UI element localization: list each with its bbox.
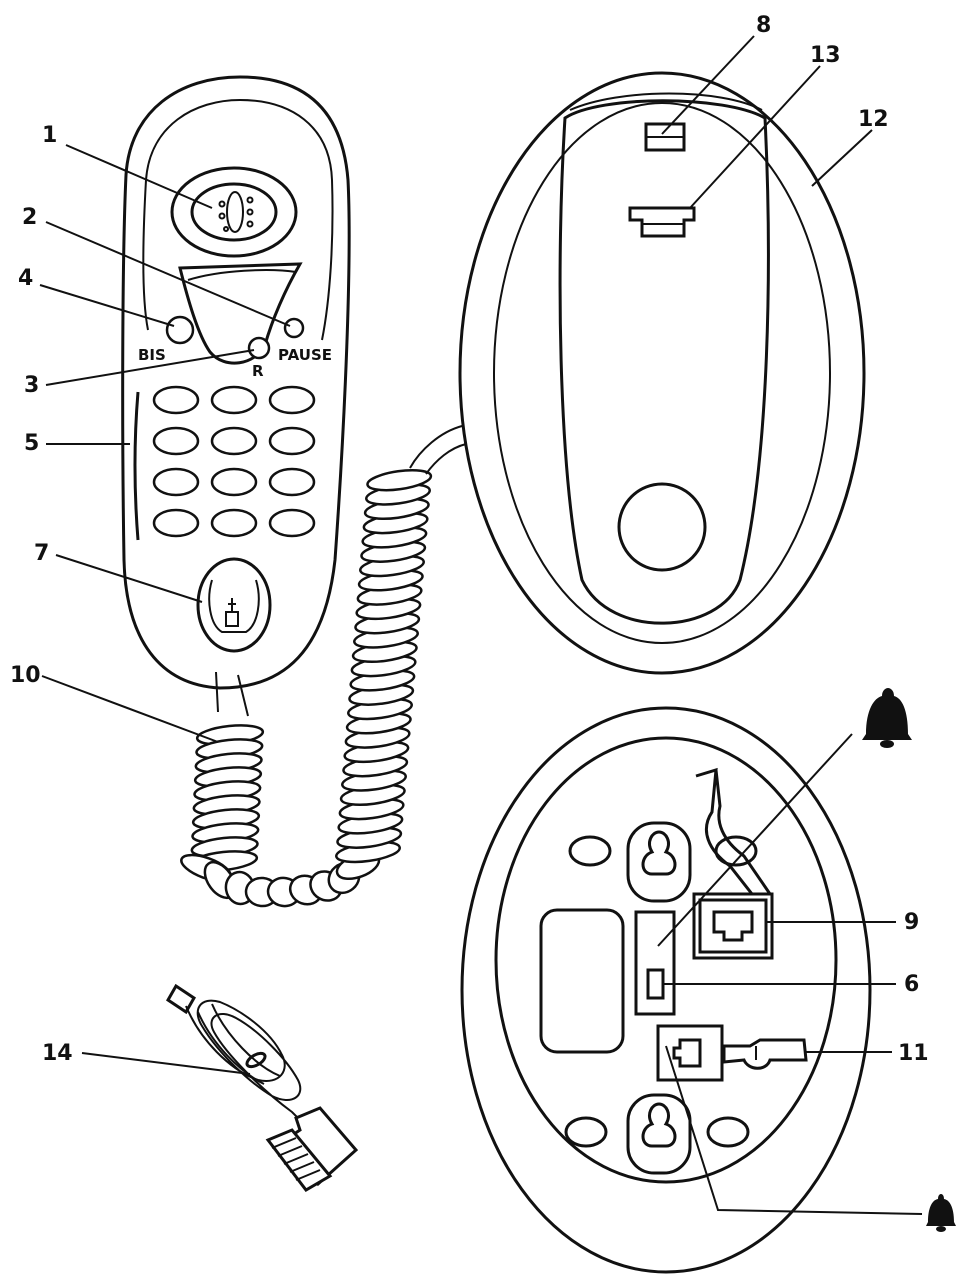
callout-1: 1 bbox=[42, 123, 57, 148]
key-5[interactable] bbox=[210, 426, 258, 456]
wall-mount-recess bbox=[626, 821, 692, 903]
label-panel bbox=[539, 908, 625, 1054]
coiled-cord bbox=[180, 468, 433, 908]
pause-button[interactable] bbox=[283, 317, 305, 339]
keypad bbox=[133, 385, 316, 541]
hook-switch-tab bbox=[228, 598, 236, 612]
grille-hole bbox=[246, 208, 254, 216]
handset: BIS R PAUSE bbox=[121, 75, 351, 717]
hook-switch-plunger bbox=[225, 611, 239, 627]
keyhole-icon bbox=[641, 830, 677, 876]
base-cord-stub bbox=[409, 425, 467, 475]
callout-2: 2 bbox=[22, 205, 37, 230]
hook-switch-recess bbox=[196, 557, 272, 653]
line-cord-loop bbox=[185, 999, 305, 1125]
line-socket[interactable] bbox=[698, 898, 768, 954]
callout-4: 4 bbox=[18, 266, 33, 291]
grille-hole bbox=[218, 212, 226, 220]
base-bottom-view bbox=[460, 706, 872, 1274]
key-hash[interactable] bbox=[268, 508, 316, 538]
line-cord-loop bbox=[197, 1003, 281, 1085]
key-4[interactable] bbox=[152, 426, 200, 456]
grille-hole bbox=[218, 200, 226, 208]
r-label: R bbox=[252, 362, 264, 380]
handset-cradle bbox=[558, 99, 770, 625]
callout-12: 12 bbox=[858, 107, 889, 132]
key-9[interactable] bbox=[268, 467, 316, 497]
cradle-top-edge bbox=[569, 92, 763, 111]
grille-hole bbox=[223, 226, 229, 232]
callout-10: 10 bbox=[10, 663, 41, 688]
pause-label: PAUSE bbox=[278, 346, 332, 364]
leader-lines bbox=[39, 35, 923, 1215]
key-2[interactable] bbox=[210, 385, 258, 415]
ringer-switch[interactable] bbox=[646, 968, 665, 1000]
foot-pad bbox=[568, 835, 612, 867]
callout-14: 14 bbox=[42, 1041, 73, 1066]
callout-11: 11 bbox=[898, 1041, 929, 1066]
key-1[interactable] bbox=[152, 385, 200, 415]
cradle-button-well bbox=[617, 482, 707, 572]
line-cord-plug-end bbox=[166, 983, 196, 1015]
foot-pad bbox=[564, 1116, 608, 1148]
bis-button[interactable] bbox=[165, 315, 195, 345]
callout-13: 13 bbox=[810, 43, 841, 68]
callout-labels: 1 2 4 3 5 7 10 8 13 12 9 6 11 14 bbox=[10, 13, 929, 1066]
base-outer-shell bbox=[458, 71, 866, 675]
callout-9: 9 bbox=[904, 910, 919, 935]
callout-7: 7 bbox=[34, 541, 49, 566]
keypad-side-bracket bbox=[133, 391, 140, 541]
cord-coil-loop bbox=[366, 468, 433, 492]
earpiece-grille bbox=[226, 191, 244, 233]
callout-6: 6 bbox=[904, 972, 919, 997]
wall-mount-recess bbox=[626, 1093, 692, 1175]
hook-switch[interactable] bbox=[208, 579, 260, 633]
rj11-port-icon bbox=[672, 1038, 702, 1068]
handset-body bbox=[121, 75, 351, 690]
key-0[interactable] bbox=[210, 508, 258, 538]
base-inner-rim bbox=[493, 102, 831, 644]
grille-hole bbox=[246, 196, 254, 204]
key-star[interactable] bbox=[152, 508, 200, 538]
visor bbox=[178, 262, 303, 365]
wall-plug-head bbox=[265, 1128, 333, 1192]
foot-pad bbox=[706, 1116, 750, 1148]
bis-label: BIS bbox=[138, 346, 166, 364]
ringer-switch-housing bbox=[634, 910, 676, 1016]
key-3[interactable] bbox=[268, 385, 316, 415]
r-button[interactable] bbox=[247, 336, 271, 360]
callout-3: 3 bbox=[24, 373, 39, 398]
key-7[interactable] bbox=[152, 467, 200, 497]
handset-cord-stub bbox=[215, 671, 249, 717]
grille-hole bbox=[246, 220, 254, 228]
bell-icon bbox=[862, 688, 912, 748]
base-bottom-inner bbox=[494, 736, 838, 1184]
base-bottom-outer bbox=[460, 706, 872, 1274]
base-top-view bbox=[458, 71, 866, 675]
bell-icon bbox=[926, 1194, 956, 1232]
callout-8: 8 bbox=[756, 13, 771, 38]
handset-socket[interactable] bbox=[656, 1024, 724, 1082]
key-6[interactable] bbox=[268, 426, 316, 456]
hanger-clip bbox=[628, 206, 696, 238]
line-cord bbox=[166, 983, 359, 1192]
wall-plug-pins bbox=[271, 1137, 321, 1181]
earpiece-inner bbox=[190, 182, 278, 242]
cord-tie bbox=[245, 1051, 267, 1069]
callout-5: 5 bbox=[24, 431, 39, 456]
rj11-port-icon bbox=[712, 910, 754, 942]
visor-highlight bbox=[187, 269, 297, 281]
earpiece-outer bbox=[170, 166, 298, 258]
key-8[interactable] bbox=[210, 467, 258, 497]
handset-cord-plug bbox=[722, 1038, 808, 1070]
line-socket-frame bbox=[692, 892, 774, 960]
cable-channel bbox=[695, 767, 772, 895]
keyhole-icon bbox=[641, 1102, 677, 1148]
